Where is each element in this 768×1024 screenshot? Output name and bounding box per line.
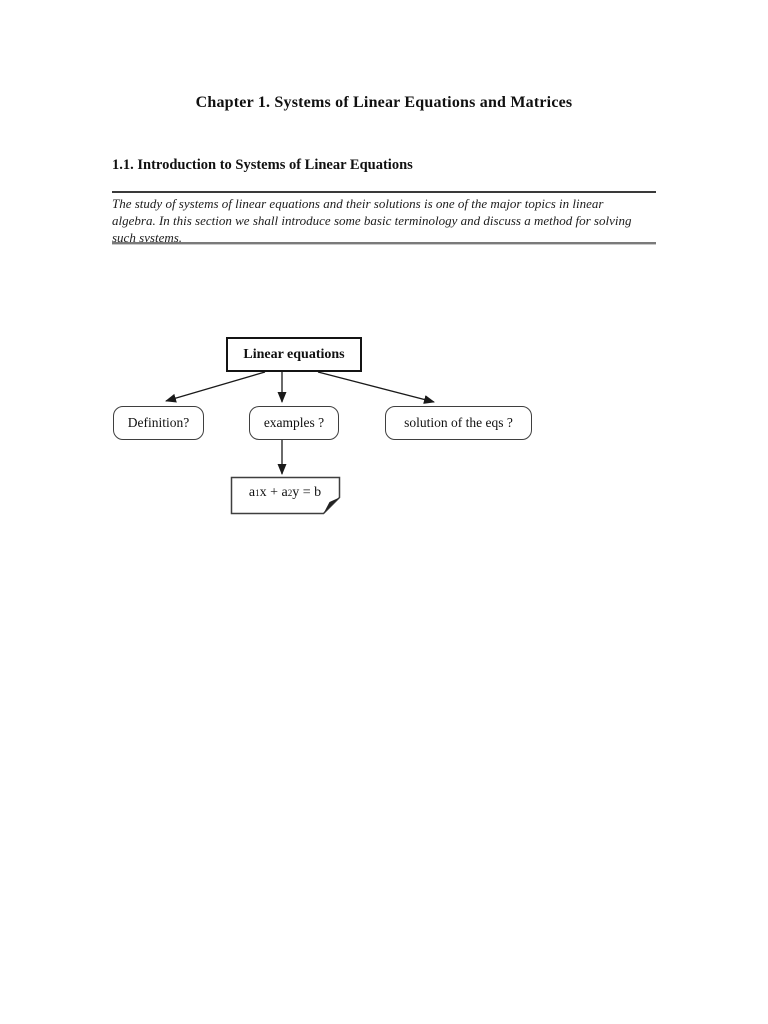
- diagram-node-definition: Definition?: [113, 406, 204, 440]
- chapter-title: Chapter 1. Systems of Linear Equations a…: [195, 94, 573, 111]
- diagram-node-examples: examples ?: [249, 406, 339, 440]
- diagram-node-label: solution of the eqs ?: [404, 415, 513, 430]
- diagram-node-label: examples ?: [263, 415, 325, 430]
- diagram-node-solution: solution of the eqs ?: [385, 406, 532, 440]
- equation-term: a: [248, 485, 256, 500]
- section-heading: 1.1. Introduction to Systems of Linear E…: [112, 157, 413, 173]
- diagram-node-label: Definition?: [127, 415, 190, 430]
- divider-top: [112, 191, 656, 193]
- diagram-connectors: [165, 371, 435, 515]
- divider-bottom: [112, 242, 656, 245]
- equation-term: x + a: [259, 485, 288, 500]
- note-fold-corner: [323, 497, 340, 514]
- equation-term: y = b: [292, 485, 322, 500]
- intro-paragraph: The study of systems of linear equations…: [112, 196, 632, 245]
- diagram-node-label: Linear equations: [243, 346, 345, 362]
- diagram-node-linear-equations: Linear equations: [226, 337, 362, 372]
